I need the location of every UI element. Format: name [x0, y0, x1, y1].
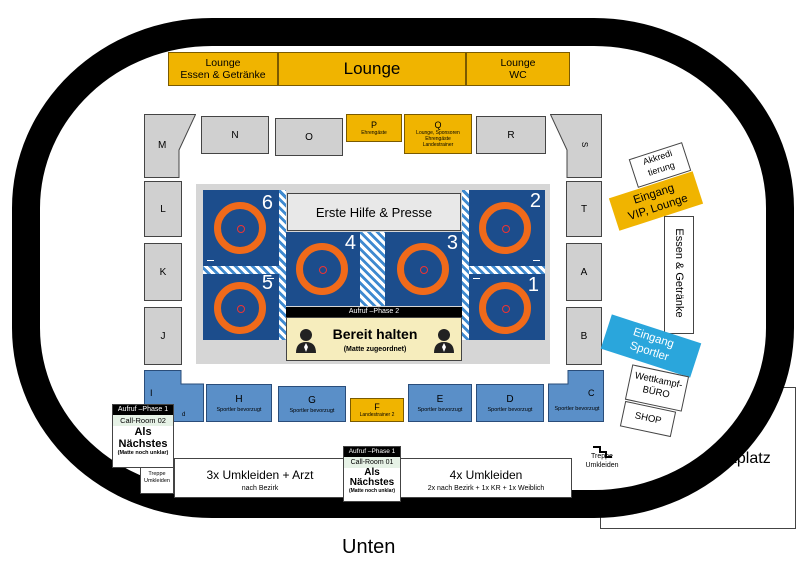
- mat-5-circle: [214, 282, 266, 334]
- block-m: M: [144, 114, 197, 178]
- callroom-01-name: Call-Room 01: [344, 457, 400, 468]
- block-r: R: [476, 116, 546, 154]
- mat-4: 4: [286, 232, 360, 306]
- mat-4-number: 4: [344, 232, 356, 254]
- person-icon-left: [296, 329, 316, 353]
- stripe-left-vertical: [278, 190, 286, 340]
- mat-3-circle: [397, 243, 449, 295]
- essen-getraenke-right-label: Essen & Getränke: [673, 228, 685, 318]
- mat-6: 6: [203, 190, 279, 266]
- mat-1-number: 1: [527, 274, 539, 296]
- block-j: J: [144, 307, 182, 365]
- stripe-center-vertical: [360, 232, 385, 306]
- mat-1: 1: [469, 274, 545, 340]
- umkleiden-right-sub: 2x nach Bezirk + 1x KR + 1x Weiblich: [427, 485, 545, 492]
- block-n: N: [201, 116, 269, 154]
- block-m-shape: [144, 114, 197, 178]
- block-b: B: [566, 307, 602, 365]
- mat-2-circle: [479, 202, 531, 254]
- callroom-02: Aufruf –Phase 1 Call-Room 02 Als Nächste…: [112, 404, 174, 468]
- umkleiden-left-title: 3x Umkleiden + Arzt: [206, 468, 314, 482]
- bereit-title: Bereit halten: [332, 326, 418, 342]
- block-s-label: S: [580, 141, 590, 148]
- mat-5-mark: [267, 278, 274, 279]
- block-l: L: [144, 181, 182, 237]
- block-c-shape: [548, 370, 604, 422]
- callroom-02-sub: (Matte noch unklar): [117, 450, 169, 456]
- callroom-02-name: Call-Room 02: [113, 415, 173, 426]
- block-c: C Sportler bevorzugt: [548, 370, 604, 422]
- lounge-main: Lounge: [278, 52, 466, 86]
- callroom-01: Aufruf –Phase 1 Call-Room 01 Als Nächste…: [343, 446, 401, 502]
- callroom-01-als: Als: [364, 467, 380, 478]
- callroom-01-phase: Aufruf –Phase 1: [344, 447, 400, 457]
- block-c-label: C: [588, 388, 595, 398]
- person-icon-right: [434, 329, 454, 353]
- essen-getraenke-right: [664, 216, 694, 334]
- mat-1-mark: [473, 278, 480, 279]
- callroom-01-sub: (Matte noch unklar): [348, 488, 396, 494]
- mat-4-circle: [296, 243, 348, 295]
- mat-1-circle: [479, 282, 531, 334]
- callroom-02-naechstes: Nächstes: [118, 438, 168, 450]
- mat-6-mark: [207, 260, 214, 261]
- mat-5-number: 5: [261, 274, 273, 294]
- callroom-02-phase: Aufruf –Phase 1: [113, 405, 173, 415]
- block-k: K: [144, 243, 182, 301]
- block-i-note: d: [182, 412, 186, 418]
- stripe-left-horizontal: [203, 266, 279, 274]
- unten-label: Unten: [342, 536, 396, 558]
- umkleiden-left-sub: nach Bezirk: [241, 485, 279, 492]
- callroom-02-als: Als: [134, 426, 152, 438]
- mat-5: 5: [203, 274, 279, 340]
- block-m-label: M: [158, 140, 167, 151]
- stairs-icon: [593, 446, 612, 458]
- erste-hilfe-presse: Erste Hilfe & Presse: [287, 193, 461, 231]
- stripe-right-vertical: [462, 190, 470, 340]
- block-s-shape: [549, 114, 602, 178]
- umkleiden-right-title: 4x Umkleiden: [449, 468, 523, 482]
- block-s: S: [549, 114, 602, 178]
- umkleiden-right: 4x Umkleiden 2x nach Bezirk + 1x KR + 1x…: [400, 458, 572, 498]
- call-phase2-label: Aufruf –Phase 2: [286, 307, 462, 317]
- block-o: O: [275, 118, 343, 156]
- bereit-subtitle: (Matte zugeordnet): [343, 346, 407, 353]
- callroom-01-naechstes: Nächstes: [349, 477, 395, 488]
- mat-2: 2: [469, 190, 545, 266]
- stripe-right-horizontal: [469, 266, 545, 274]
- bereit-halten-box: Bereit halten (Matte zugeordnet): [286, 317, 462, 361]
- mat-6-circle: [214, 202, 266, 254]
- mat-6-number: 6: [261, 192, 273, 214]
- mat-2-mark: [533, 260, 540, 261]
- mat-3: 3: [385, 232, 462, 306]
- mat-3-number: 3: [446, 232, 458, 254]
- mat-2-number: 2: [529, 190, 541, 212]
- block-c-note: Sportler bevorzugt: [554, 406, 600, 412]
- block-a: A: [566, 243, 602, 301]
- block-i-label: I: [150, 388, 153, 398]
- umkleiden-left: 3x Umkleiden + Arzt nach Bezirk: [174, 458, 346, 498]
- block-t: T: [566, 181, 602, 237]
